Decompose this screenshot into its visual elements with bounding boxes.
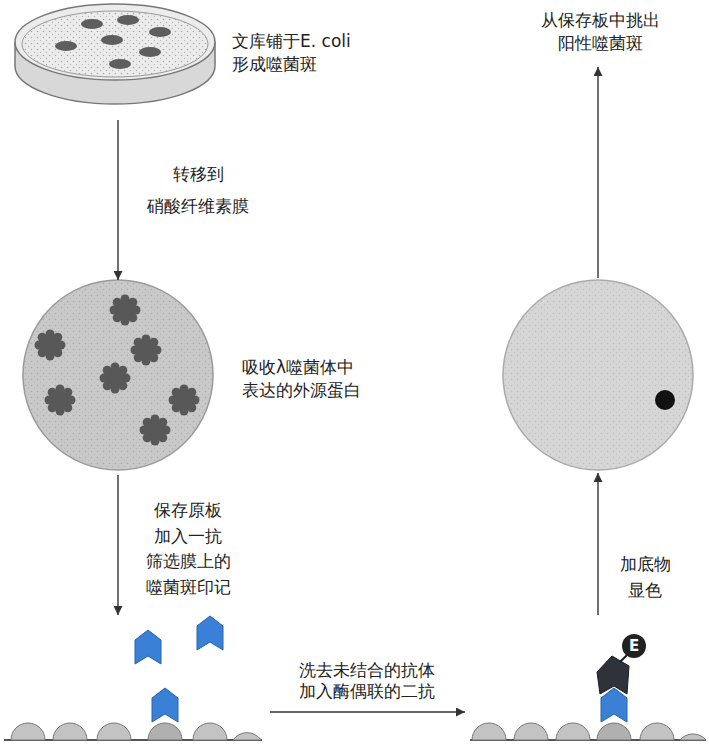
petri-dish: [15, 4, 215, 104]
plaque-dome: [472, 723, 506, 740]
plaque-imprint: [45, 385, 76, 416]
primary-antibody-node: [0, 615, 270, 750]
plaque-dome: [597, 723, 631, 740]
plaque: [117, 15, 139, 25]
plaque: [149, 27, 171, 37]
plaque-dome: [97, 723, 131, 740]
plaque-dome: [11, 723, 45, 740]
edge-label: 转移到 硝酸纤维素膜: [138, 158, 258, 223]
pick-plaque-node: 从保存板中挑出 阳性噬菌斑: [500, 5, 700, 67]
primary-antibody: [135, 630, 161, 664]
enzyme-label: E: [626, 635, 642, 657]
plaque: [109, 59, 131, 69]
primary-antibody: [152, 688, 178, 722]
flow-arrow: [117, 475, 118, 615]
flow-arrow: [597, 473, 598, 615]
plaque: [101, 35, 123, 45]
plaque-dome: [233, 733, 261, 740]
flow-arrow: [117, 120, 118, 280]
plaque-dome: [640, 723, 674, 740]
plaque-dome: [148, 723, 182, 740]
primary-antibody: [601, 688, 627, 722]
primary-antibody: [197, 616, 223, 650]
plaque-dome: [193, 723, 227, 740]
plaque-imprint: [140, 415, 171, 446]
plaque-imprint: [100, 363, 131, 394]
plaque-dome: [680, 734, 706, 740]
node-text: 吸收λ噬菌体中 表达的外源蛋白: [242, 356, 392, 402]
edge-label: 洗去未结合的抗体 加入酶偶联的二抗: [276, 660, 458, 703]
edge-label: 保存原板 加入一抗 筛选膜上的 噬菌斑印记: [140, 498, 236, 600]
plaque: [55, 41, 77, 51]
developed-membrane-node: [500, 278, 700, 473]
membrane-disc: [23, 280, 213, 470]
plaque-dome: [514, 723, 548, 740]
agar-surface: [22, 11, 208, 77]
developed-membrane: [503, 280, 693, 470]
primary-antibody-binding: [4, 616, 262, 740]
plaque: [139, 47, 161, 57]
membrane-texture: [504, 281, 692, 469]
enzyme-circle: [622, 634, 646, 658]
plaque-dome: [556, 723, 590, 740]
plaque-imprint: [110, 295, 141, 326]
membrane-disc: [503, 280, 693, 470]
plaque-dome: [53, 723, 87, 740]
flow-arrow: [597, 67, 598, 278]
petri-dish-node: 文库铺于E. coli 形成噬菌斑: [10, 0, 360, 120]
positive-spot: [655, 390, 675, 410]
plaque-imprint: [169, 385, 200, 416]
secondary-antibody: [597, 656, 629, 694]
node-text: 从保存板中挑出 阳性噬菌斑: [500, 9, 700, 55]
nitrocellulose-membrane: [23, 280, 213, 470]
secondary-antibody-binding: [470, 634, 706, 740]
plaque-imprint: [131, 335, 162, 366]
dish-top: [15, 4, 215, 80]
membrane-node: 吸收λ噬菌体中 表达的外源蛋白: [20, 280, 420, 475]
plaque-imprint: [35, 330, 66, 361]
plaque: [81, 19, 103, 29]
node-text: 文库铺于E. coli 形成噬菌斑: [232, 30, 367, 76]
edge-label: 加底物 显色: [610, 552, 680, 603]
membrane-texture: [24, 281, 212, 469]
flow-arrow: [270, 711, 465, 712]
secondary-antibody-node: [465, 615, 709, 750]
